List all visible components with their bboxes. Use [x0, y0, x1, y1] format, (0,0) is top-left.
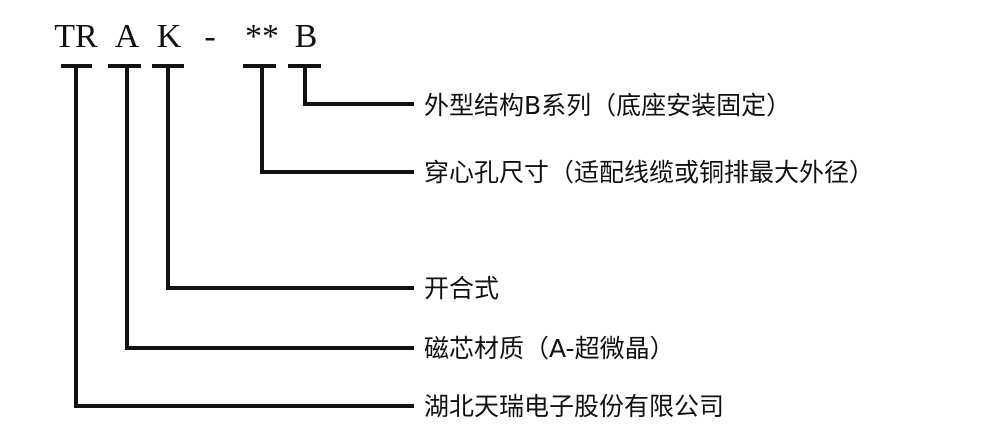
leader-line-through-hole [260, 64, 414, 174]
callout-label-shape-series: 外型结构B系列（底座安装固定） [424, 91, 792, 120]
leader-line-core-material [125, 64, 414, 350]
code-segment-tr: TR [54, 18, 98, 55]
code-segment-dash: - [204, 18, 216, 55]
leader-line-split-core [166, 64, 414, 290]
code-segment-a: A [114, 18, 140, 55]
code-segment-b: B [294, 18, 318, 55]
leader-line-company [74, 64, 414, 408]
model-code-row: TR A K - ** B [0, 12, 1000, 62]
callout-label-split-core: 开合式 [424, 274, 500, 303]
callout-label-core-material: 磁芯材质（A-超微晶） [424, 334, 675, 363]
code-segment-k: K [156, 18, 182, 55]
leader-line-shape-series [303, 64, 414, 106]
callout-label-company: 湖北天瑞电子股份有限公司 [424, 392, 725, 421]
code-segment-stars: ** [245, 18, 279, 55]
callout-label-through-hole-size: 穿心孔尺寸（适配线缆或铜排最大外径） [424, 158, 875, 187]
